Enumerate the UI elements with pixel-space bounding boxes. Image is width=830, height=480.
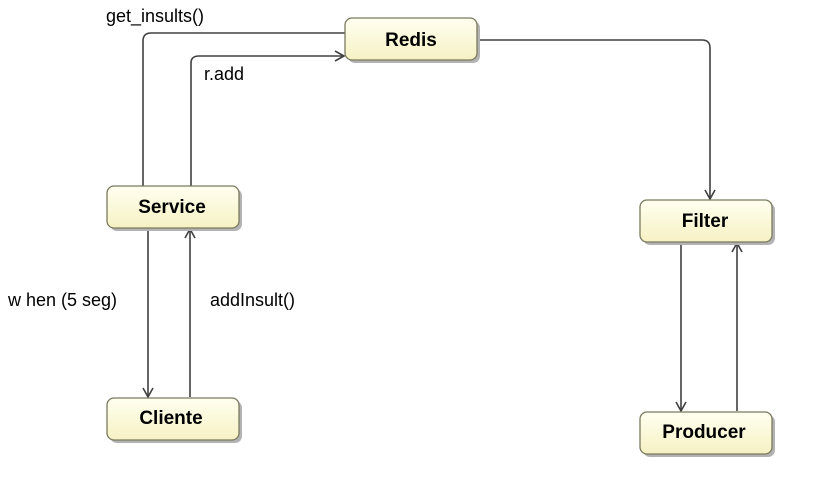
node-filter[interactable]: Filter — [639, 199, 775, 245]
node-redis-label: Redis — [385, 30, 437, 51]
node-cliente-label: Cliente — [139, 408, 202, 429]
node-filter-label: Filter — [682, 211, 729, 232]
edge-r-add — [190, 50, 346, 187]
edge-label-add-insult: addInsult() — [210, 290, 295, 310]
node-service[interactable]: Service — [106, 185, 242, 231]
edge-label-r-add: r.add — [204, 64, 244, 84]
node-producer[interactable]: Producer — [639, 411, 775, 457]
node-redis[interactable]: Redis — [344, 17, 480, 63]
edge-get-insults — [137, 32, 345, 201]
edge-label-when: w hen (5 seg) — [7, 290, 117, 310]
node-cliente[interactable]: Cliente — [106, 397, 242, 443]
node-service-label: Service — [138, 197, 206, 218]
node-producer-label: Producer — [662, 422, 746, 443]
edge-label-get-insults: get_insults() — [106, 6, 204, 27]
edge-redis-filter — [478, 39, 716, 201]
